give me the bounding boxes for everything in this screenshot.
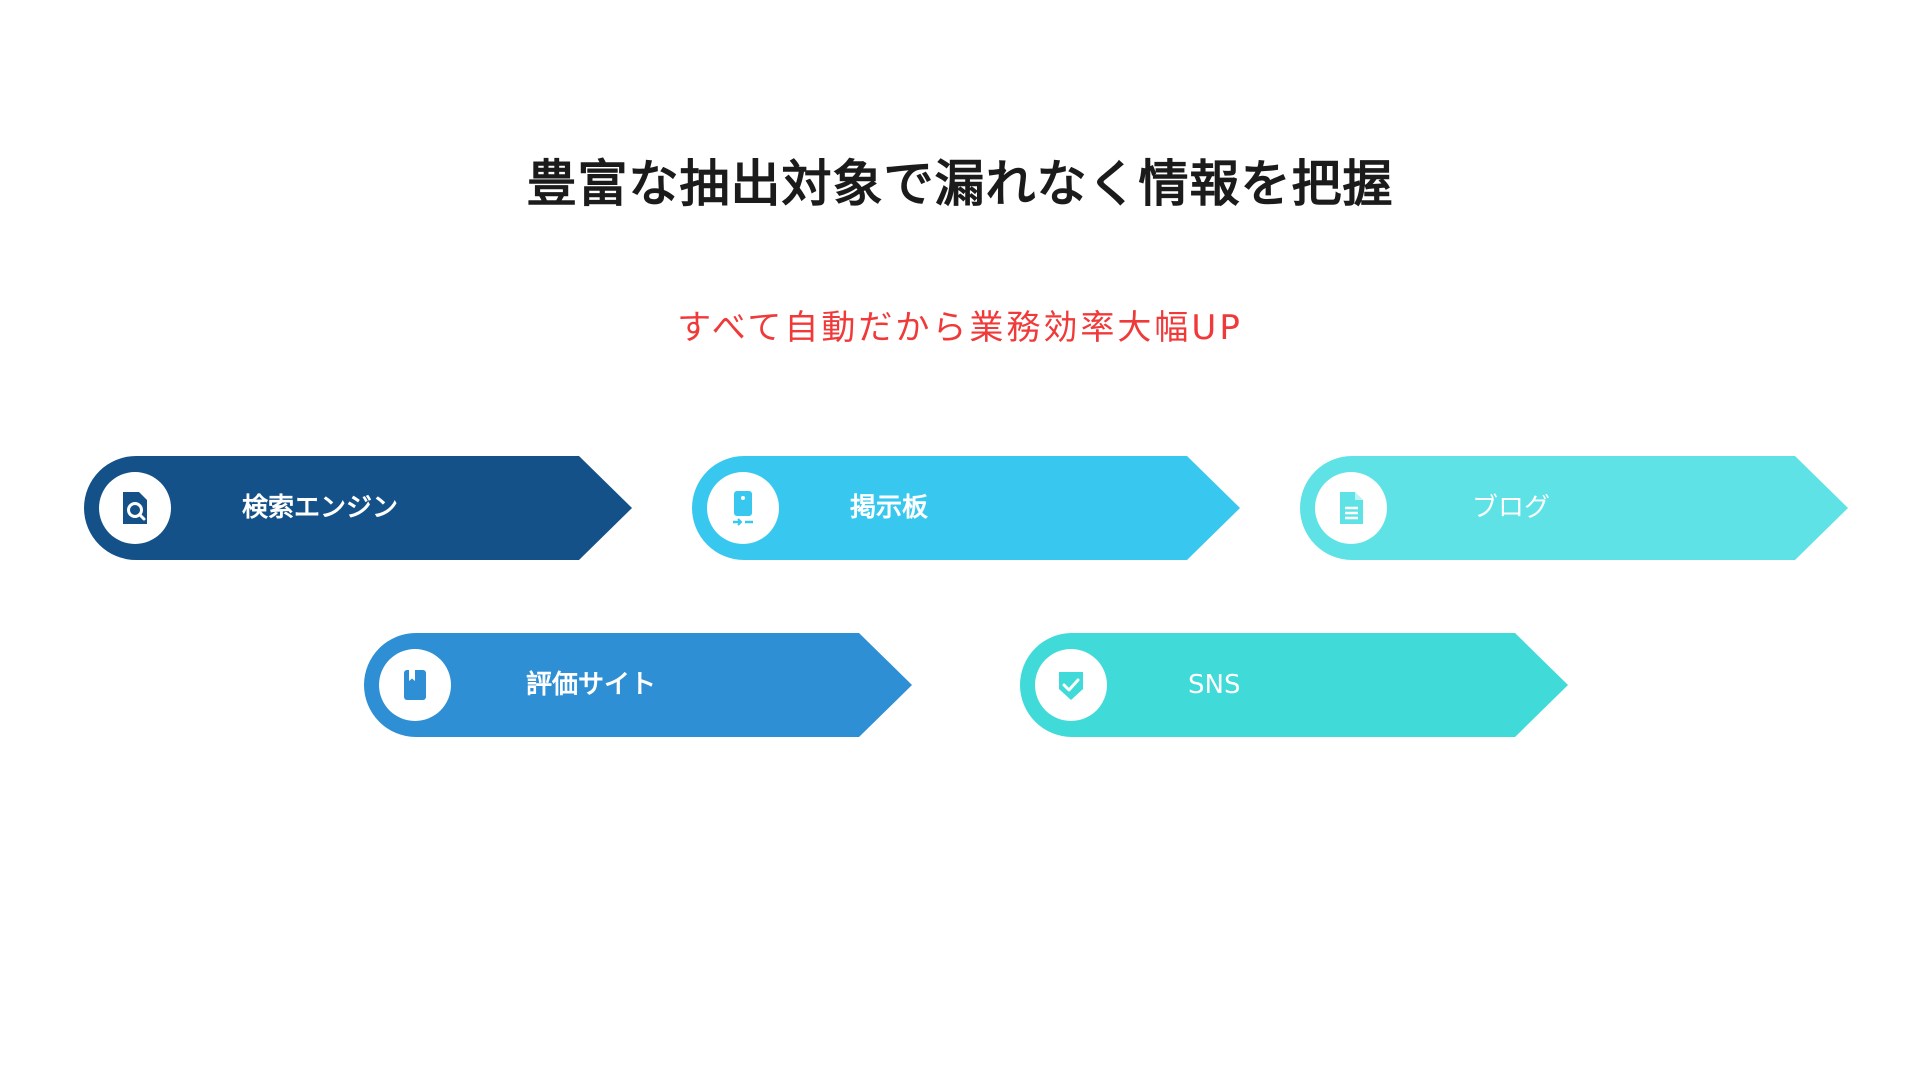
page-subtitle: すべて自動だから業務効率大幅UP <box>677 308 1243 348</box>
target-tag-blog: ブログ <box>1300 456 1848 560</box>
tag-arrow-shape <box>364 633 912 737</box>
target-label: 検索エンジン <box>242 493 399 523</box>
icon-circle <box>99 472 171 544</box>
tag-arrow-shape <box>1020 633 1568 737</box>
target-tag-search-engine: 検索エンジン <box>84 456 632 560</box>
icon-circle <box>707 472 779 544</box>
target-tag-bulletin-board: 掲示板 <box>692 456 1240 560</box>
tag-arrow-shape <box>1300 456 1848 560</box>
target-tag-review-site: 評価サイト <box>364 633 912 737</box>
target-label: 掲示板 <box>850 493 929 523</box>
search-document-icon <box>123 492 147 524</box>
page-title: 豊富な抽出対象で漏れなく情報を把握 <box>526 155 1394 213</box>
target-label: 評価サイト <box>526 670 657 700</box>
tag-arrow-shape <box>692 456 1240 560</box>
target-label: ブログ <box>1472 493 1551 523</box>
target-label: SNS <box>1188 670 1241 700</box>
icon-circle <box>379 649 451 721</box>
shield-check-icon <box>1059 672 1083 700</box>
tablet-icon <box>733 491 753 526</box>
target-tag-sns: SNS <box>1020 633 1568 737</box>
icon-circle <box>1315 472 1387 544</box>
bookmark-icon <box>404 670 426 700</box>
tag-arrow-shape <box>84 456 632 560</box>
icon-circle <box>1035 649 1107 721</box>
document-icon <box>1340 492 1363 524</box>
